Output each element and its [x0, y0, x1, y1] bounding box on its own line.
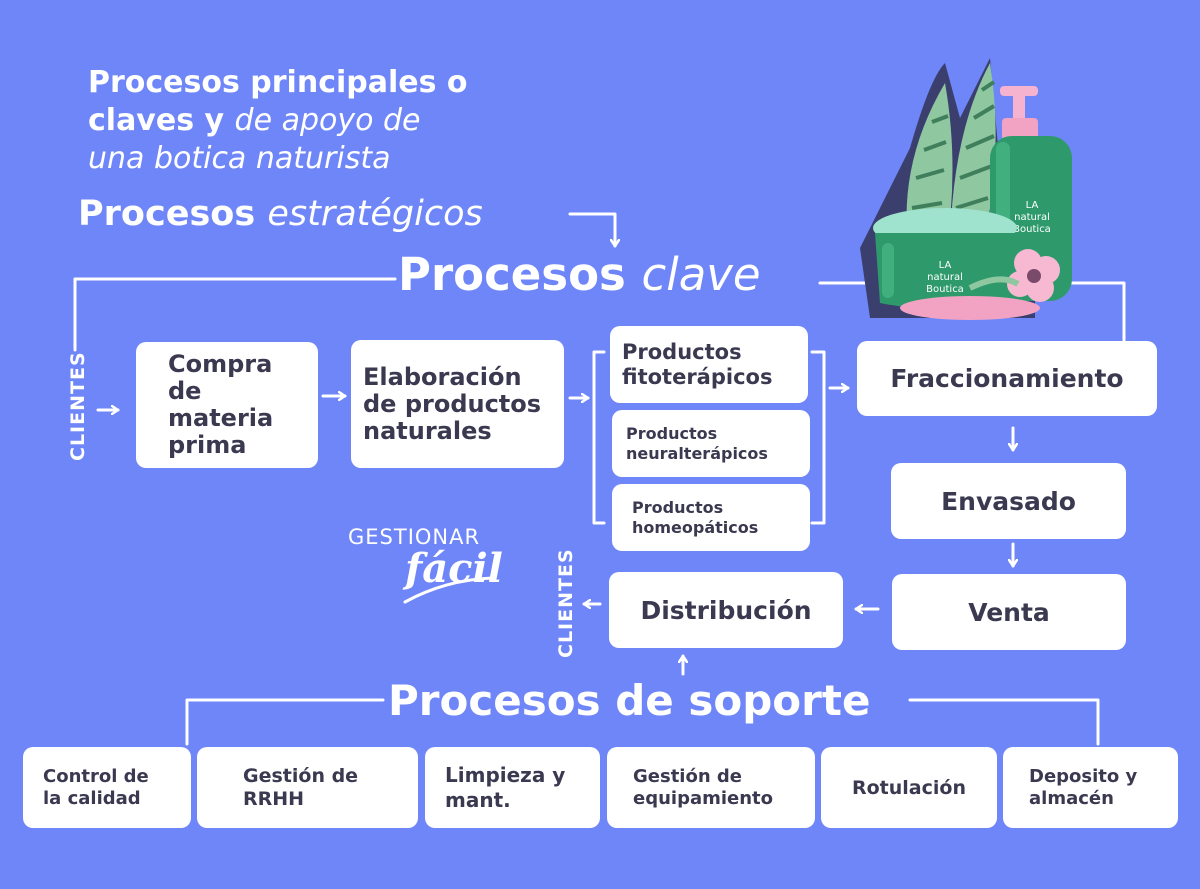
key-heading-bold: Procesos	[398, 248, 626, 301]
distribution-box: Distribución	[609, 572, 843, 648]
support-labeling-line-1: Rotulación	[852, 776, 966, 799]
support-quality-line-2: la calidad	[43, 787, 141, 809]
sale-label: Venta	[968, 597, 1050, 627]
jar-label-2: natural	[927, 272, 963, 283]
packaging-label: Envasado	[941, 486, 1076, 516]
bottle-label-1: LA	[1026, 200, 1039, 211]
purchase-line-1: Compra	[168, 350, 273, 378]
logo-gestionar: GESTIONAR	[348, 525, 481, 549]
product-phyto-line-2: fitoterápicos	[622, 364, 773, 389]
strategic-heading-italic: estratégicos	[267, 194, 483, 234]
production-line-2: de productos	[363, 389, 542, 418]
support-heading: Procesos de soporte	[388, 676, 871, 725]
support-equipment-line-1: Gestión de	[633, 765, 743, 787]
support-frame-right	[908, 698, 1100, 746]
title-line-1: Procesos principales o	[88, 65, 468, 100]
products-bracket-left	[592, 350, 606, 525]
product-neural-line-1: Productos	[626, 423, 718, 443]
support-cleaning-line-1: Limpieza y	[445, 762, 566, 787]
production-line-1: Elaboración	[363, 362, 522, 391]
purchase-line-3: materia	[168, 404, 274, 432]
product-neural-line-2: neuralterápicos	[626, 443, 768, 463]
strategic-heading: Procesos estratégicos	[78, 194, 483, 234]
support-box-equipment: Gestión de equipamiento	[607, 747, 815, 828]
fractioning-box: Fraccionamiento	[857, 341, 1157, 416]
product-box-homeo: Productos homeopáticos	[612, 484, 810, 551]
strategic-arrow	[568, 212, 615, 248]
production-box: Elaboración de productos naturales	[351, 340, 564, 468]
support-box-quality: Control de la calidad	[23, 747, 191, 828]
strategic-heading-bold: Procesos	[78, 194, 256, 234]
production-line-3: naturales	[363, 416, 492, 445]
logo-swoosh	[403, 576, 494, 604]
title-line-2-italic: de apoyo de	[234, 103, 421, 138]
packaging-box: Envasado	[891, 463, 1126, 539]
product-homeo-line-2: homeopáticos	[632, 517, 759, 537]
products-bracket-right	[810, 350, 826, 525]
support-hr-line-2: RRHH	[243, 787, 305, 810]
flower-icon	[1007, 249, 1060, 302]
product-box-neural: Productos neuralterápicos	[612, 410, 810, 477]
key-frame-left	[73, 277, 397, 352]
bottle-label-2: natural	[1014, 212, 1050, 223]
purchase-line-4: prima	[168, 431, 247, 459]
support-hr-line-1: Gestión de	[243, 764, 359, 787]
support-storage-line-2: almacén	[1029, 787, 1114, 809]
jar-label-1: LA	[939, 260, 952, 271]
key-heading: Procesos clave	[398, 248, 761, 301]
purchase-line-2: de	[168, 377, 202, 405]
jar-body	[875, 233, 1015, 310]
support-quality-line-1: Control de	[43, 765, 149, 787]
support-box-hr: Gestión de RRHH	[197, 747, 418, 828]
page-title: Procesos principales o claves y de apoyo…	[88, 64, 468, 178]
distribution-label: Distribución	[640, 595, 812, 625]
product-illustration: LA natural Boutica LA natural Boutica	[860, 58, 1072, 320]
jar-label-3: Boutica	[926, 284, 964, 295]
product-box-phyto: Productos fitoterápicos	[610, 326, 808, 403]
support-storage-line-1: Deposito y	[1029, 765, 1138, 787]
support-box-cleaning: Limpieza y mant.	[425, 747, 600, 828]
sale-box: Venta	[892, 574, 1126, 650]
key-heading-italic: clave	[641, 248, 761, 301]
title-line-3: una botica naturista	[88, 141, 391, 176]
product-phyto-line-1: Productos	[622, 339, 742, 364]
product-homeo-line-1: Productos	[632, 497, 724, 517]
fractioning-label: Fraccionamiento	[890, 364, 1124, 393]
bottle-label-3: Boutica	[1013, 224, 1051, 235]
support-frame-left	[185, 698, 385, 746]
pump-head	[1000, 86, 1038, 96]
support-equipment-line-2: equipamiento	[633, 787, 774, 809]
clients-label-left: CLIENTES	[67, 351, 89, 461]
support-cleaning-line-2: mant.	[445, 787, 511, 812]
support-box-labeling: Rotulación	[821, 747, 997, 828]
clients-label-right: CLIENTES	[555, 548, 577, 658]
title-line-2-bold: claves y	[88, 103, 225, 138]
support-box-storage: Deposito y almacén	[1003, 747, 1178, 828]
purchase-box: Compra de materia prima	[136, 342, 318, 468]
